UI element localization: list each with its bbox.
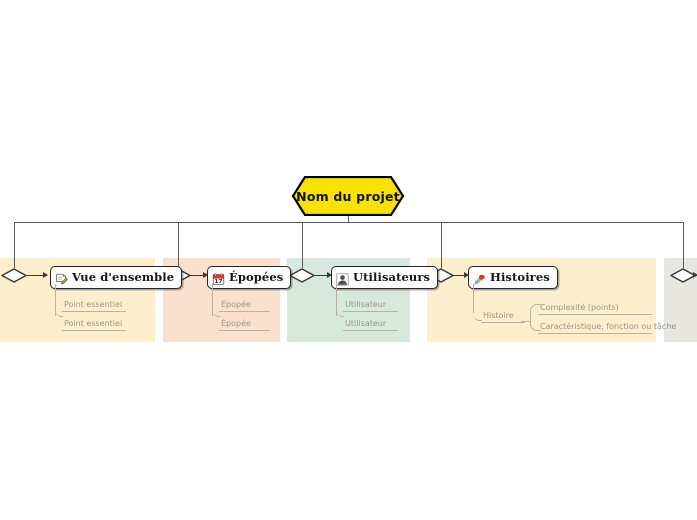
branch-elbow-utilisateurs bbox=[336, 300, 344, 317]
root-node[interactable]: Nom du projet bbox=[292, 176, 404, 216]
note-pencil-icon bbox=[55, 271, 68, 285]
calendar-icon: 17 bbox=[212, 271, 225, 285]
diamond-shape bbox=[670, 268, 696, 283]
drop-branche-suivante bbox=[683, 222, 684, 268]
topic-histoires[interactable]: Histoires bbox=[468, 266, 558, 289]
branch-elbow-complexite bbox=[530, 304, 541, 323]
user-bust-icon bbox=[336, 271, 349, 286]
leaf-histoire[interactable]: Histoire bbox=[481, 311, 525, 323]
topic-label: Utilisateurs bbox=[353, 269, 431, 284]
branch-spine-histoires bbox=[473, 284, 474, 313]
leaf-utilisateurs-2[interactable]: Utilisateur bbox=[343, 319, 398, 331]
topic-vue-densemble[interactable]: Vue d'ensemble bbox=[50, 266, 183, 289]
arrow-histoires bbox=[453, 272, 469, 278]
branch-elbow-epopees bbox=[212, 300, 220, 317]
leaf-caracteristique[interactable]: Caractéristique, fonction ou tâche bbox=[538, 322, 676, 334]
diamond-shape bbox=[289, 268, 315, 283]
leaf-complexite[interactable]: Complexité (points) bbox=[538, 303, 652, 315]
branch-connector-histoire bbox=[521, 321, 531, 322]
diamond-vue-densemble[interactable] bbox=[1, 268, 27, 283]
leaf-utilisateurs-1[interactable]: Utilisateur bbox=[343, 300, 398, 312]
leaf-vue-densemble-1[interactable]: Point essentiel bbox=[62, 300, 126, 312]
bus-line bbox=[14, 222, 683, 223]
diamond-branche-suivante[interactable] bbox=[670, 268, 696, 283]
arrow-vue-densemble bbox=[26, 272, 48, 278]
topic-label: Histoires bbox=[490, 269, 550, 284]
branch-elbow-histoires bbox=[473, 306, 482, 321]
diamond-utilisateurs[interactable] bbox=[289, 268, 315, 283]
topic-epopees[interactable]: 17 Épopées bbox=[207, 266, 292, 289]
topic-label: Vue d'ensemble bbox=[72, 269, 175, 284]
drop-utilisateurs bbox=[302, 222, 303, 268]
arrow-epopees bbox=[190, 272, 208, 278]
arrow-branche-suivante bbox=[693, 272, 697, 278]
arrow-utilisateurs bbox=[314, 272, 332, 278]
leaf-vue-densemble-2[interactable]: Point essentiel bbox=[62, 319, 126, 331]
calendar-day-text: 17 bbox=[215, 279, 223, 285]
diamond-shape bbox=[1, 268, 27, 283]
leaf-epopees-2[interactable]: Épopée bbox=[219, 319, 270, 331]
topic-utilisateurs[interactable]: Utilisateurs bbox=[331, 266, 439, 289]
leaf-epopees-1[interactable]: Épopée bbox=[219, 300, 270, 312]
branch-elbow-caracteristique bbox=[530, 321, 541, 331]
drop-histoires bbox=[441, 222, 442, 268]
topic-label: Épopées bbox=[229, 269, 284, 284]
pushpin-icon bbox=[473, 271, 486, 285]
root-hexagon-shape bbox=[292, 176, 404, 216]
root-stem bbox=[348, 216, 349, 223]
branch-elbow-vue-densemble bbox=[55, 300, 63, 317]
drop-epopees bbox=[178, 222, 179, 268]
drop-vue-densemble bbox=[14, 222, 15, 268]
